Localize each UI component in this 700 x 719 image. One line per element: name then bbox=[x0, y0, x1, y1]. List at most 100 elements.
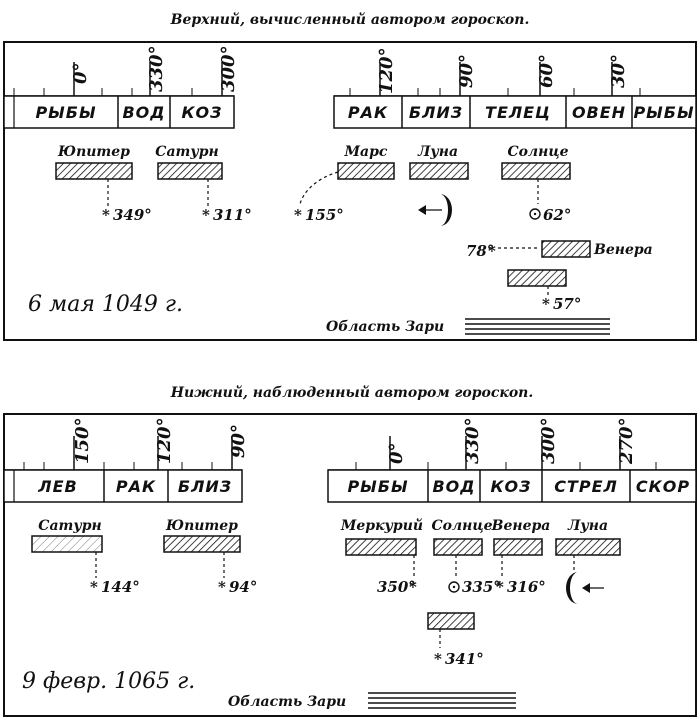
arrow-left-icon bbox=[582, 583, 590, 593]
lower-left-sign-bar: ЛЕВ РАК БЛИЗ bbox=[3, 469, 243, 503]
planet-position: 335° bbox=[462, 578, 501, 596]
moon-crescent-icon bbox=[440, 194, 452, 226]
planet-position: 341° bbox=[445, 650, 484, 668]
lower-right-ruler: 0° 330° 300° 270° bbox=[328, 417, 696, 471]
lower-date: 9 февр. 1065 г. bbox=[22, 669, 195, 694]
upper-planet-venus: Венера 78° * bbox=[466, 240, 653, 260]
upper-dawn-area: Область Зари bbox=[326, 318, 610, 335]
zodiac-sign-label: ВОД bbox=[122, 103, 165, 122]
upper-planet-extra: * 57° bbox=[507, 269, 581, 313]
upper-planet-mars: Марс * 155° bbox=[294, 144, 395, 224]
planet-bar bbox=[409, 162, 469, 180]
upper-tick-label: 330° bbox=[146, 45, 167, 92]
position-marker: * bbox=[202, 206, 210, 224]
planet-bar bbox=[345, 538, 417, 556]
lower-planet-mercury: Меркурий 350° * bbox=[340, 517, 423, 596]
zodiac-sign-label: ОВЕН bbox=[572, 103, 626, 122]
planet-bar bbox=[507, 269, 567, 287]
planet-position: 155° bbox=[305, 206, 344, 224]
position-marker: * bbox=[434, 650, 442, 668]
lower-planet-moon: Луна bbox=[555, 518, 621, 604]
position-marker: * bbox=[409, 578, 417, 596]
planet-bar bbox=[157, 162, 223, 180]
lower-tick-label: 330° bbox=[462, 417, 483, 464]
planet-name: Луна bbox=[567, 518, 608, 534]
lower-tick-label: 150° bbox=[72, 417, 93, 464]
planet-position: 316° bbox=[507, 578, 546, 596]
planet-name: Венера bbox=[491, 518, 551, 534]
upper-tick-label: 60° bbox=[536, 54, 557, 88]
zodiac-sign-label: РЫБЫ bbox=[347, 477, 408, 496]
zodiac-sign-label: СКОР bbox=[636, 477, 690, 496]
lower-planet-venus: Венера * 316° bbox=[491, 518, 551, 596]
lower-planet-saturn: Сатурн * 144° bbox=[31, 518, 140, 596]
upper-planet-saturn: Сатурн * 311° bbox=[155, 144, 252, 224]
lower-planet-sun: Солнце 335° bbox=[431, 518, 500, 596]
planet-position: 94° bbox=[229, 578, 257, 596]
planet-bar bbox=[541, 240, 591, 258]
planet-position: 350° bbox=[377, 578, 416, 596]
lower-tick-label: 0° bbox=[386, 442, 407, 464]
planet-bar bbox=[555, 538, 621, 556]
position-marker: * bbox=[102, 206, 110, 224]
position-marker: * bbox=[218, 578, 226, 596]
planet-name: Марс bbox=[344, 144, 388, 160]
planet-bar bbox=[493, 538, 543, 556]
planet-name: Солнце bbox=[507, 144, 568, 160]
planet-position: 144° bbox=[101, 578, 140, 596]
upper-left-ruler: 0° 330° 300° bbox=[4, 45, 239, 97]
position-marker: * bbox=[488, 242, 496, 260]
arrow-left-icon bbox=[418, 205, 426, 215]
position-marker: * bbox=[542, 295, 550, 313]
lower-tick-label: 270° bbox=[616, 417, 637, 465]
planet-bar bbox=[337, 162, 395, 180]
upper-tick-label: 90° bbox=[456, 54, 477, 88]
sun-symbol-icon bbox=[448, 581, 460, 593]
lower-caption: Нижний, наблюденный автором гороскоп. bbox=[170, 384, 533, 401]
lower-planet-extra: * 341° bbox=[427, 612, 484, 668]
lower-dawn-area: Область Зари bbox=[228, 692, 516, 710]
upper-planet-moon: Луна bbox=[409, 144, 469, 226]
planet-position: 311° bbox=[213, 206, 252, 224]
zodiac-sign-label: ЛЕВ bbox=[37, 477, 77, 496]
planet-bar bbox=[55, 162, 133, 180]
planet-bar bbox=[427, 612, 475, 630]
planet-name: Солнце bbox=[431, 518, 492, 534]
lower-tick-label: 90° bbox=[228, 424, 249, 458]
lower-tick-label: 300° bbox=[538, 417, 559, 464]
zodiac-sign-label: РЫБЫ bbox=[35, 103, 96, 122]
upper-right-ruler: 120° 90° 60° 30° bbox=[334, 47, 696, 97]
planet-name: Луна bbox=[417, 144, 458, 160]
lower-frame bbox=[3, 413, 697, 717]
planet-position: 349° bbox=[113, 206, 152, 224]
zodiac-sign-label: КОЗ bbox=[490, 477, 531, 496]
zodiac-sign-label: ВОД bbox=[432, 477, 475, 496]
moon-crescent-icon bbox=[566, 572, 578, 604]
zodiac-sign-label: РЫБЫ bbox=[633, 103, 694, 122]
dawn-label: Область Зари bbox=[228, 694, 346, 710]
zodiac-sign-label: СТРЕЛ bbox=[554, 477, 618, 496]
position-marker: * bbox=[496, 578, 504, 596]
planet-name: Сатурн bbox=[155, 144, 218, 160]
dawn-label: Область Зари bbox=[326, 319, 444, 335]
sun-symbol-icon bbox=[529, 208, 541, 220]
upper-date: 6 мая 1049 г. bbox=[28, 292, 183, 317]
upper-planet-sun: Солнце 62° bbox=[501, 144, 571, 224]
upper-horoscope: Верхний, вычисленный автором гороскоп. 0… bbox=[3, 11, 697, 341]
planet-bar bbox=[501, 162, 571, 180]
upper-frame bbox=[3, 41, 697, 341]
zodiac-sign-label: БЛИЗ bbox=[178, 477, 232, 496]
lower-tick-label: 120° bbox=[154, 417, 175, 464]
planet-bar bbox=[31, 535, 103, 553]
planet-name: Юпитер bbox=[165, 518, 238, 534]
upper-caption: Верхний, вычисленный автором гороскоп. bbox=[170, 11, 530, 28]
upper-tick-label: 120° bbox=[376, 47, 397, 94]
position-marker: * bbox=[294, 206, 302, 224]
zodiac-sign-label: БЛИЗ bbox=[409, 103, 463, 122]
upper-planet-jupiter: Юпитер * 349° bbox=[55, 144, 152, 224]
lower-right-sign-bar: РЫБЫ ВОД КОЗ СТРЕЛ СКОР bbox=[327, 469, 697, 503]
planet-position: 57° bbox=[553, 295, 581, 313]
zodiac-sign-label: ТЕЛЕЦ bbox=[485, 103, 551, 122]
lower-horoscope: Нижний, наблюденный автором гороскоп. 15… bbox=[3, 384, 697, 717]
